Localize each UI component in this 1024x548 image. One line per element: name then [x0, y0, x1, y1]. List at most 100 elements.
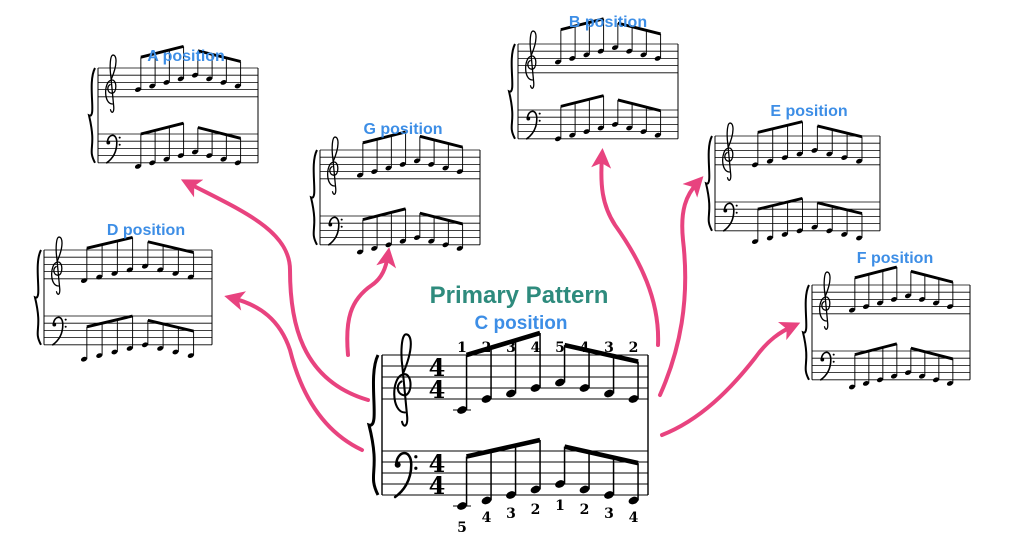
beam — [617, 98, 661, 113]
note-head — [604, 389, 614, 398]
brace-icon — [704, 135, 713, 232]
note-head — [399, 162, 406, 167]
bass-clef-icon — [525, 110, 541, 140]
note-head — [796, 151, 803, 157]
beam — [362, 130, 406, 145]
note-head — [654, 132, 661, 138]
note-head — [811, 224, 818, 230]
beam — [86, 314, 133, 329]
note-head — [126, 267, 133, 273]
note-head — [149, 160, 156, 166]
c-position-subtitle: C position — [474, 313, 568, 334]
note-head — [172, 349, 179, 355]
note-head — [918, 297, 926, 302]
note-head — [826, 151, 833, 157]
note-head — [96, 274, 103, 280]
note-head — [126, 346, 133, 351]
note-head — [918, 373, 926, 379]
brace-icon — [33, 249, 42, 346]
note-head — [220, 156, 227, 162]
beam — [419, 134, 463, 149]
beam — [617, 21, 661, 36]
score-g-position — [309, 130, 481, 255]
note-head — [111, 349, 118, 355]
note-head — [626, 48, 633, 54]
note-head — [555, 480, 565, 488]
beam — [910, 346, 954, 361]
arrow-6 — [660, 321, 801, 437]
beam — [197, 126, 241, 140]
note-head — [456, 246, 463, 251]
beam — [564, 444, 639, 466]
beam — [465, 330, 541, 358]
beam — [466, 437, 541, 459]
score-f-position — [801, 265, 971, 390]
note-head — [506, 491, 516, 499]
label-b-position: B position — [568, 14, 648, 31]
note-head — [597, 48, 604, 54]
note-head — [946, 304, 954, 309]
note-head — [191, 72, 199, 78]
note-head — [628, 395, 639, 403]
note-head — [530, 485, 541, 494]
bass-clef-icon — [819, 351, 835, 381]
note-head — [111, 271, 118, 276]
note-head — [841, 232, 848, 237]
note-head — [862, 381, 870, 386]
beam — [147, 318, 194, 333]
note-head — [904, 370, 912, 375]
fingering-treble: 4 — [531, 340, 541, 356]
score-b-position — [507, 17, 679, 142]
note-head — [157, 346, 164, 351]
treble-clef-icon — [393, 333, 412, 427]
note-head — [442, 165, 449, 171]
note-head — [456, 169, 463, 174]
note-head — [904, 293, 912, 299]
beam — [140, 121, 184, 136]
time-signature-top-treble: 4 — [429, 353, 446, 382]
fingering-bass: 3 — [604, 506, 614, 522]
note-head — [413, 235, 421, 240]
note-head — [187, 274, 194, 280]
treble-clef-icon — [819, 271, 831, 330]
note-head — [371, 169, 378, 174]
fingering-bass: 5 — [457, 520, 467, 536]
note-head — [766, 235, 773, 241]
label-e-position: E position — [770, 103, 848, 120]
note-head — [134, 87, 142, 92]
fingering-bass: 2 — [580, 502, 590, 518]
score-a-position — [87, 45, 259, 169]
arrow-5 — [658, 176, 704, 397]
note-head — [356, 172, 364, 178]
note-head — [399, 238, 406, 244]
treble-clef-icon — [722, 122, 734, 181]
note-head — [234, 83, 241, 89]
beam — [757, 120, 803, 134]
note-head — [848, 384, 856, 390]
arrow-4 — [591, 148, 661, 347]
fingering-bass: 3 — [506, 506, 516, 522]
note-head — [163, 80, 170, 85]
note-head — [163, 156, 170, 162]
note-head — [890, 297, 898, 302]
brace-icon — [309, 149, 318, 246]
fingering-treble: 4 — [580, 340, 590, 356]
note-head — [80, 356, 88, 362]
note-head — [611, 45, 619, 50]
note-head — [583, 52, 590, 58]
brace-icon — [507, 43, 516, 140]
beam — [910, 269, 954, 284]
note-head — [569, 132, 576, 138]
note-head — [796, 228, 803, 234]
beam — [854, 265, 898, 280]
note-head — [149, 83, 156, 89]
note-head — [876, 300, 884, 306]
note-head — [628, 496, 639, 505]
note-head — [413, 158, 421, 164]
note-head — [80, 278, 88, 283]
note-head — [751, 239, 759, 244]
note-head — [177, 153, 184, 158]
fingering-treble: 3 — [506, 340, 516, 356]
note-head — [597, 125, 604, 131]
